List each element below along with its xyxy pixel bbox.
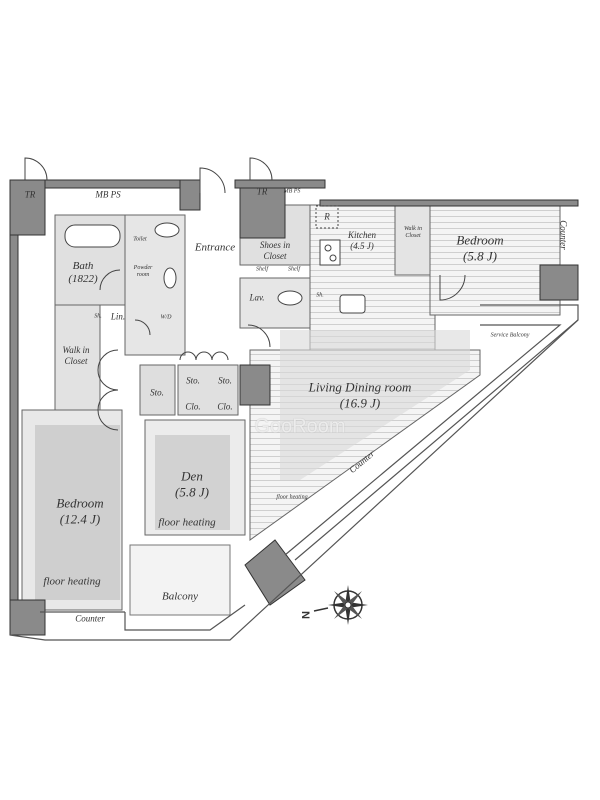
exterior-outline (9, 304, 579, 641)
wic-line2: Closet (64, 356, 88, 366)
sto-label-1: Sto. (150, 387, 164, 398)
sh-lav-label: Sh. (316, 292, 324, 299)
walk-in-closet-small-label: Walk in Closet (404, 226, 422, 240)
bedroom-large-name: Bedroom (56, 495, 104, 511)
sh-left-label: Sh. (94, 313, 102, 320)
bath-label: Bath (1822) (68, 260, 97, 286)
lav-label: Lav. (249, 292, 265, 303)
watermark: GooRoom (254, 415, 346, 438)
walls (9, 179, 579, 636)
shelf-label-2: Shelf (288, 266, 300, 273)
walk-in-closet-label: Walk in Closet (63, 345, 90, 367)
kitchen-label: Kitchen (4.5 J) (348, 230, 376, 252)
refrigerator-icon (315, 205, 339, 229)
mbps-left-label: MB PS (95, 189, 121, 200)
bedroom-large-floor-heating-label: floor heating (43, 575, 101, 588)
tr-left-label: TR (24, 189, 36, 200)
toilet-icon (154, 222, 180, 238)
living-dining-name: Living Dining room (308, 379, 412, 395)
living-dining-size: (16.9 J) (339, 395, 381, 410)
mbps-right-label: MB PS (283, 188, 301, 195)
service-balcony-label: Service Balcony (490, 332, 530, 339)
stove-icon (319, 239, 341, 266)
toilet-label: Toilet (133, 236, 147, 243)
compass-icon (313, 585, 368, 625)
tr-right-label: TR (256, 186, 268, 197)
den-name: Den (181, 468, 203, 484)
den-label: Den (5.8 J) (175, 468, 209, 499)
counter-right-label: Counter (558, 220, 569, 250)
shoes-closet-line2: Closet (263, 251, 287, 261)
shoes-closet-line1: Shoes in (259, 240, 291, 251)
bedroom-small-size: (5.8 J) (463, 248, 497, 263)
refrigerator-label: R (324, 211, 330, 222)
kitchen-name: Kitchen (348, 230, 376, 241)
bedroom-small-label: Bedroom (5.8 J) (456, 232, 503, 263)
powder-room-label: Powder room (133, 264, 153, 278)
bedroom-large-size: (12.4 J) (59, 511, 101, 526)
shelf-label-1: Shelf (256, 266, 268, 273)
floor-areas (21, 204, 561, 616)
entrance-label: Entrance (194, 241, 236, 254)
bedroom-large-label: Bedroom (12.4 J) (56, 495, 103, 526)
wic-small-line2: Closet (405, 233, 421, 239)
wic-line1: Walk in (62, 345, 90, 356)
sto-label-3: Sto. (218, 375, 232, 386)
doors (24, 157, 466, 431)
clo-label-1: Clo. (185, 401, 201, 412)
shoes-closet-label: Shoes in Closet (260, 240, 290, 262)
ldk-floor-heating-label: floor heating (276, 494, 308, 501)
kitchen-size: (4.5 J) (350, 241, 374, 251)
bath-size: (1822) (68, 273, 98, 285)
kitchen-sink-icon (339, 294, 366, 314)
wic-small-line1: Walk in (404, 225, 422, 232)
wd-label: W/D (160, 314, 172, 321)
counter-bottom-label: Counter (75, 613, 105, 624)
fixtures (64, 205, 366, 314)
bathtub-icon (64, 224, 121, 248)
balcony-label: Balcony (161, 590, 199, 603)
sto-label-2: Sto. (186, 375, 200, 386)
clo-label-2: Clo. (217, 401, 233, 412)
bath-name: Bath (72, 259, 94, 272)
north-label: N (300, 611, 313, 619)
sink-icon (163, 267, 177, 289)
living-dining-label: Living Dining room (16.9 J) (309, 379, 412, 410)
lin-label: Lin. (110, 311, 126, 322)
den-size: (5.8 J) (175, 484, 209, 499)
bedroom-small-name: Bedroom (456, 232, 504, 248)
toilet-icon (277, 290, 303, 306)
den-floor-heating-label: floor heating (158, 516, 216, 529)
